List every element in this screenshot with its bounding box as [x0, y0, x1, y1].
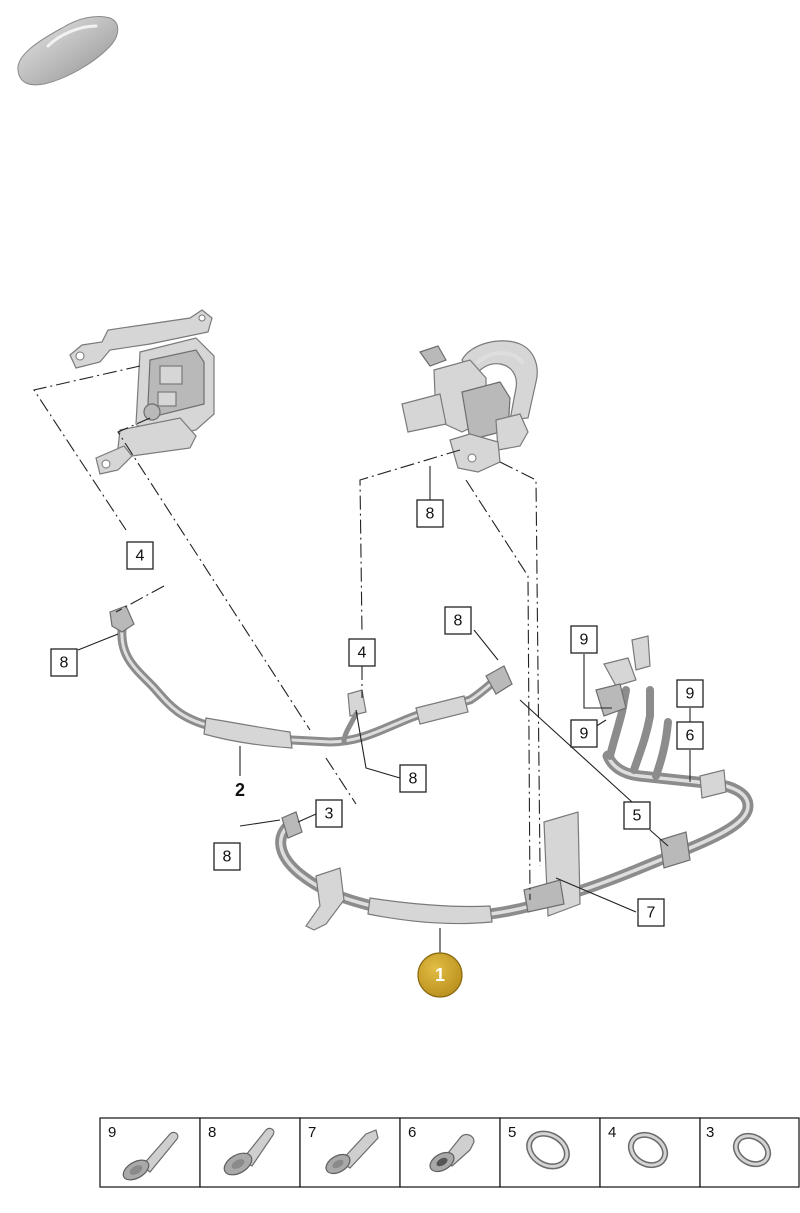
- svg-text:7: 7: [308, 1124, 316, 1141]
- callout-4-left: 4: [126, 541, 154, 570]
- callout-9-c: 9: [676, 679, 704, 708]
- vehicle-thumbnail-icon: [17, 15, 119, 86]
- callout-9-b: 9: [570, 719, 598, 748]
- short-flange-bolt-icon: [223, 1127, 275, 1176]
- svg-text:8: 8: [208, 1124, 216, 1141]
- svg-text:8: 8: [60, 655, 69, 672]
- callout-5: 5: [623, 801, 651, 830]
- legend-item-7[interactable]: 7: [299, 1117, 401, 1188]
- callout-9-a: 9: [570, 625, 598, 654]
- legend-item-8[interactable]: 8: [199, 1117, 301, 1188]
- coolant-pipe-part-2: [109, 605, 513, 749]
- legend-item-4[interactable]: 4: [599, 1117, 701, 1188]
- part-1-badge[interactable]: 1: [417, 952, 463, 998]
- coolant-pipe-part-1: [275, 635, 754, 931]
- legend-item-9[interactable]: 9: [99, 1117, 201, 1188]
- callout-4-mid: 4: [348, 638, 376, 667]
- svg-text:8: 8: [409, 771, 418, 788]
- svg-text:1: 1: [435, 965, 445, 985]
- upper-right-pump-module: [401, 340, 538, 473]
- long-flange-bolt-icon: [122, 1131, 179, 1181]
- svg-text:9: 9: [108, 1124, 116, 1141]
- svg-text:9: 9: [580, 726, 589, 743]
- svg-text:4: 4: [358, 645, 367, 662]
- callout-6: 6: [676, 721, 704, 750]
- callout-8-bottom: 8: [213, 842, 241, 871]
- callout-8-midright: 8: [444, 606, 472, 635]
- svg-text:6: 6: [408, 1124, 416, 1141]
- svg-text:9: 9: [686, 686, 695, 703]
- callout-3: 3: [315, 799, 343, 828]
- svg-text:4: 4: [608, 1124, 616, 1141]
- svg-text:5: 5: [633, 808, 642, 825]
- rivet-nut-icon: [429, 1133, 475, 1173]
- stud-bolt-icon: [325, 1129, 379, 1175]
- o-ring-icon: [732, 1132, 772, 1168]
- svg-text:7: 7: [647, 905, 656, 922]
- svg-text:5: 5: [508, 1124, 516, 1141]
- legend-item-5[interactable]: 5: [499, 1117, 601, 1188]
- legend-item-6[interactable]: 6: [399, 1117, 501, 1188]
- callout-8-top: 8: [416, 499, 444, 528]
- svg-text:8: 8: [454, 613, 463, 630]
- callout-8-left: 8: [50, 648, 78, 677]
- upper-left-valve-module: [69, 309, 215, 475]
- legend-item-3[interactable]: 3: [699, 1117, 800, 1188]
- svg-text:8: 8: [426, 506, 435, 523]
- svg-text:3: 3: [706, 1124, 714, 1141]
- part-2-label: 2: [235, 780, 245, 800]
- o-ring-icon: [526, 1130, 570, 1170]
- assembly-lines: [33, 365, 541, 901]
- svg-text:3: 3: [325, 806, 334, 823]
- o-ring-icon: [627, 1131, 669, 1169]
- hardware-legend: 9 8 7: [99, 1117, 800, 1188]
- svg-text:6: 6: [686, 728, 695, 745]
- callout-8-low: 8: [399, 764, 427, 793]
- leader-lines: [77, 466, 691, 958]
- callout-7: 7: [637, 898, 665, 927]
- svg-text:8: 8: [223, 849, 232, 866]
- svg-text:4: 4: [136, 548, 145, 565]
- svg-text:9: 9: [580, 632, 589, 649]
